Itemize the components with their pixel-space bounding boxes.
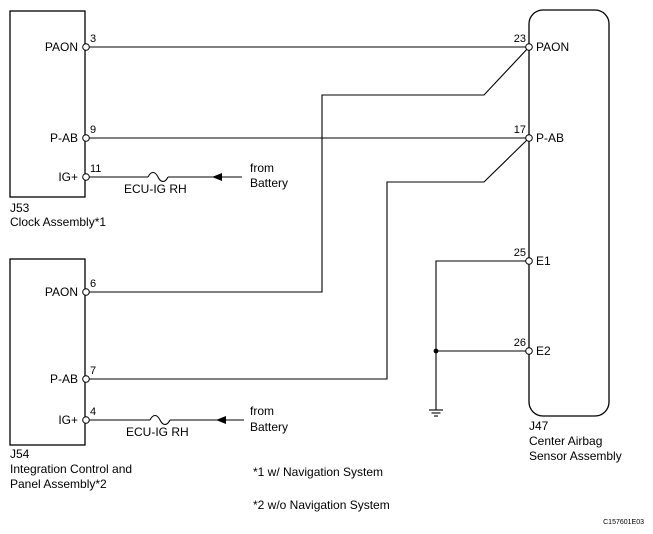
terminal-j53-3	[82, 43, 90, 51]
pin-label: P-AB	[536, 131, 564, 145]
terminal-j53-9	[82, 134, 90, 142]
terminal-j54-7	[82, 375, 90, 383]
arrow-left-icon	[212, 173, 222, 181]
battery-source-label: Battery	[250, 176, 288, 190]
pin-number: 26	[514, 337, 526, 349]
pin-label: E1	[536, 254, 551, 268]
pin-label: E2	[536, 344, 551, 358]
j54-component-id: J54	[10, 447, 30, 461]
pin-number: 7	[90, 365, 96, 377]
fuse-icon	[147, 171, 169, 183]
pin-number: 6	[90, 278, 96, 290]
j47-component-name: Sensor Assembly	[529, 449, 622, 463]
j54-component-name: Panel Assembly*2	[10, 477, 107, 491]
pin-label: P-AB	[50, 131, 78, 145]
j53-component-name: Clock Assembly*1	[10, 215, 106, 229]
footnote: *2 w/o Navigation System	[253, 498, 390, 512]
fuse-label: ECU-IG RH	[124, 182, 187, 196]
pin-number: 25	[514, 247, 526, 259]
j54-component-name: Integration Control and	[10, 462, 132, 476]
ground-junction-dot	[433, 348, 439, 354]
battery-source-label: Battery	[250, 420, 288, 434]
pin-label: P-AB	[50, 372, 78, 386]
terminal-j54-6	[82, 288, 90, 296]
wire-j54-paon-to-j47-paon	[86, 46, 530, 293]
pin-label: PAON	[536, 40, 569, 54]
terminal-j47-25	[525, 257, 533, 265]
ground-icon	[429, 409, 443, 417]
j53-component-id: J53	[10, 201, 30, 215]
fuse-label: ECU-IG RH	[126, 425, 189, 439]
terminal-j53-11	[82, 173, 90, 181]
figure-code: C157601E03	[603, 519, 644, 526]
battery-source-label: from	[250, 404, 274, 418]
terminal-j47-23	[525, 43, 533, 51]
arrow-left-icon	[216, 416, 226, 424]
pin-label: PAON	[45, 40, 78, 54]
pin-label: IG+	[58, 413, 78, 427]
wire-j54-pab-to-j47-pab	[86, 137, 530, 380]
footnote: *1 w/ Navigation System	[253, 465, 383, 479]
pin-number: 11	[90, 163, 101, 175]
pin-label: IG+	[58, 170, 78, 184]
terminal-j47-26	[525, 347, 533, 355]
pin-number: 23	[514, 33, 526, 45]
pin-number: 4	[90, 406, 96, 418]
j54-integration-control-box	[9, 258, 86, 446]
pin-number: 9	[90, 124, 96, 136]
wire-e1-ground	[435, 260, 529, 410]
pin-number: 17	[514, 124, 526, 136]
j53-clock-assembly-box	[9, 10, 86, 198]
pin-number: 3	[90, 33, 96, 45]
j47-component-id: J47	[529, 419, 549, 433]
j47-airbag-sensor-box	[528, 9, 610, 417]
pin-label: PAON	[45, 285, 78, 299]
terminal-j54-4	[82, 416, 90, 424]
terminal-j47-17	[525, 134, 533, 142]
j47-component-name: Center Airbag	[529, 434, 602, 448]
fuse-icon	[149, 414, 171, 426]
battery-source-label: from	[250, 161, 274, 175]
